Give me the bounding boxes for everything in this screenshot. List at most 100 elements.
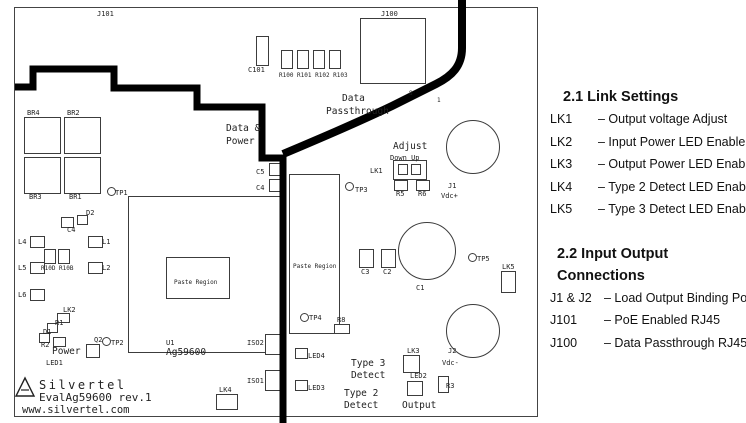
label-br4: BR4 bbox=[27, 109, 40, 117]
component-r10d bbox=[44, 249, 56, 264]
legend-item-lk4: LK4 – Type 2 Detect LED Enable bbox=[550, 176, 746, 199]
label-led3: LED3 bbox=[308, 384, 325, 392]
label-c2: C2 bbox=[383, 268, 392, 276]
label-data-passthrough-2: Passthrough bbox=[326, 106, 389, 117]
label-iso2: ISO2 bbox=[247, 339, 264, 347]
io-connections-heading: 2.2 Input Output Connections bbox=[557, 245, 669, 284]
label-tp2: TP2 bbox=[111, 339, 124, 347]
component-br2 bbox=[64, 117, 101, 154]
label-power: Power bbox=[52, 346, 81, 357]
label-r3: R3 bbox=[446, 382, 455, 390]
component-lk4-jumper bbox=[216, 394, 238, 410]
link-settings-heading: 2.1 Link Settings bbox=[563, 89, 679, 105]
label-down-up: Down Up bbox=[390, 154, 420, 162]
label-j1: J1 bbox=[448, 182, 457, 190]
legend-term: LK1 bbox=[550, 112, 573, 126]
label-c1: C1 bbox=[416, 284, 425, 292]
label-led4: LED4 bbox=[308, 352, 325, 360]
legend-term: J101 bbox=[550, 313, 578, 327]
legend-term: J1 & J2 bbox=[550, 290, 592, 305]
component-r8 bbox=[334, 324, 350, 334]
component-c3 bbox=[359, 249, 374, 268]
component-iso1 bbox=[265, 370, 285, 391]
label-j2: J2 bbox=[448, 347, 457, 355]
legend-desc: – Output voltage Adjust bbox=[598, 112, 728, 126]
label-c101: C101 bbox=[248, 66, 265, 74]
legend-item-j1-j2: J1 & J2 – Load Output Binding Posts bbox=[550, 287, 746, 310]
label-type3-1: Type 3 bbox=[351, 358, 386, 369]
label-l1: L1 bbox=[102, 238, 111, 246]
label-r1: R1 bbox=[55, 319, 64, 327]
testpoint-tp5 bbox=[468, 253, 477, 262]
legend-desc: – Type 2 Detect LED Enable bbox=[598, 179, 746, 194]
label-type3-2: Detect bbox=[351, 370, 386, 381]
label-led1: LED1 bbox=[46, 359, 63, 367]
legend-item-lk3: LK3 – Output Power LED Enable bbox=[550, 153, 746, 176]
lk1-pin-a bbox=[398, 164, 408, 175]
component-l1 bbox=[88, 236, 103, 248]
label-type2-1: Type 2 bbox=[344, 388, 379, 399]
component-r10b bbox=[58, 249, 70, 264]
component-br1 bbox=[64, 157, 101, 194]
label-lk5: LK5 bbox=[502, 263, 515, 271]
component-led2 bbox=[407, 381, 423, 396]
label-lk1: LK1 bbox=[370, 167, 383, 175]
label-pin8: 8 bbox=[409, 90, 413, 97]
binding-post-j1 bbox=[446, 120, 500, 174]
component-lk3-jumper bbox=[403, 355, 420, 373]
legend-item-lk2: LK2 – Input Power LED Enable bbox=[550, 131, 746, 154]
component-r5 bbox=[394, 180, 408, 191]
component-r101 bbox=[297, 50, 309, 69]
testpoint-tp2 bbox=[102, 337, 111, 346]
label-j100: J100 bbox=[381, 10, 398, 18]
label-data-power-1: Data & bbox=[226, 123, 261, 134]
component-c5 bbox=[269, 163, 282, 176]
binding-post-j2 bbox=[446, 304, 500, 358]
legend-desc: – Output Power LED Enable bbox=[598, 157, 746, 171]
label-l2: L2 bbox=[102, 264, 111, 272]
component-c4 bbox=[269, 179, 282, 192]
label-l4: L4 bbox=[18, 238, 27, 246]
label-paste-region-1: Paste Region bbox=[174, 279, 218, 286]
label-led2: LED2 bbox=[410, 372, 427, 380]
label-l5: L5 bbox=[18, 264, 27, 272]
component-iso2 bbox=[265, 334, 285, 355]
legend-term: LK5 bbox=[550, 202, 573, 216]
label-c4-input: C4 bbox=[67, 226, 76, 234]
component-r102 bbox=[313, 50, 325, 69]
component-c101 bbox=[256, 36, 269, 66]
component-br4 bbox=[24, 117, 61, 154]
label-j2-vdc-minus: Vdc- bbox=[442, 359, 459, 367]
label-d1: D1 bbox=[43, 328, 52, 336]
component-r3 bbox=[438, 376, 449, 393]
silvertel-logo-icon bbox=[14, 376, 36, 397]
component-r100 bbox=[281, 50, 293, 69]
legend-desc: – PoE Enabled RJ45 bbox=[604, 313, 721, 327]
label-br2: BR2 bbox=[67, 109, 80, 117]
legend-item-lk1: LK1 – Output voltage Adjust bbox=[550, 108, 746, 131]
label-r2: R2 bbox=[41, 341, 50, 349]
label-data-power-2: Power bbox=[226, 136, 255, 147]
label-paste-region-2: Paste Region bbox=[293, 263, 337, 270]
label-br1: BR1 bbox=[69, 193, 82, 201]
component-led3 bbox=[295, 380, 308, 391]
legend-desc: – Data Passthrough RJ45 bbox=[604, 335, 746, 350]
lk1-pin-b bbox=[411, 164, 421, 175]
legend-item-lk5: LK5 – Type 3 Detect LED Enable bbox=[550, 198, 746, 221]
label-r100-r103: R100 R101 R102 R103 bbox=[279, 72, 348, 79]
label-lk2: LK2 bbox=[63, 306, 76, 314]
label-lk3: LK3 bbox=[407, 347, 420, 355]
label-br3: BR3 bbox=[29, 193, 42, 201]
paste-region-box-1 bbox=[166, 257, 230, 299]
label-j101: J101 bbox=[97, 10, 114, 18]
legend-item-j100: J100 – Data Passthrough RJ45 bbox=[550, 332, 746, 355]
paste-region-box-2 bbox=[289, 174, 340, 334]
legend-term: LK4 bbox=[550, 179, 573, 194]
board-revision-text: EvalAg59600 rev.1 bbox=[39, 391, 152, 404]
component-r103 bbox=[329, 50, 341, 69]
label-q2: Q2 bbox=[94, 336, 103, 344]
legend-term: J100 bbox=[550, 335, 578, 350]
label-j1-vdc-plus: Vdc+ bbox=[441, 192, 458, 200]
legend-panel: 2.1 Link Settings LK1 – Output voltage A… bbox=[550, 86, 746, 354]
